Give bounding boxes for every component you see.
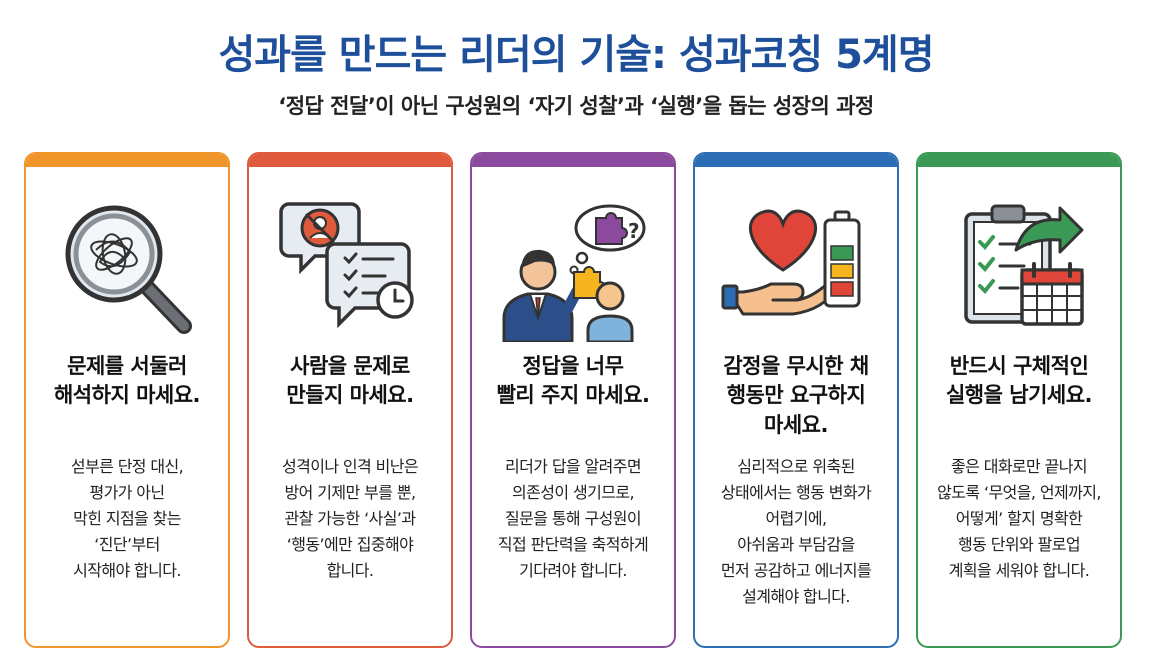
card-2: 사람을 문제로 만들지 마세요. 성격이나 인격 비난은 방어 기제만 부를 뿐… — [247, 152, 453, 648]
page-subtitle: ‘정답 전달’이 아닌 구성원의 ‘자기 성찰’과 ‘실행’을 돕는 성장의 과… — [278, 94, 874, 118]
card-1: 문제를 서둘러 해석하지 마세요. 섣부른 단정 대신, 평가가 아닌 막힌 지… — [24, 152, 230, 648]
card-heading: 감정을 무시한 채 행동만 요구하지 마세요. — [723, 354, 869, 437]
clipboard-calendar-icon — [918, 192, 1120, 342]
card-body: 좋은 대화로만 끝나지 않도록 ‘무엇을, 언제까지, 어떻게’ 할지 명확한 … — [937, 457, 1101, 580]
card-accent-bar — [26, 154, 228, 167]
chat-checklist-icon — [249, 192, 451, 342]
card-accent-bar — [249, 154, 451, 167]
leader-puzzle-icon: ? — [472, 192, 674, 342]
card-body: 성격이나 인격 비난은 방어 기제만 부를 뿐, 관찰 가능한 ‘사실’과 ‘행… — [281, 457, 419, 580]
card-accent-bar — [472, 154, 674, 167]
card-body: 리더가 답을 알려주면 의존성이 생기므로, 질문을 통해 구성원이 직접 판단… — [497, 457, 649, 580]
card-3: ? 정답을 너무 빨리 주지 마세요. 리더가 답을 알려주면 의존성이 생기므… — [470, 152, 676, 648]
card-heading: 사람을 문제로 만들지 마세요. — [286, 354, 414, 408]
card-4: 감정을 무시한 채 행동만 요구하지 마세요. 심리적으로 위축된 상태에서는 … — [693, 152, 899, 648]
card-accent-bar — [695, 154, 897, 167]
magnifier-tangle-icon — [26, 192, 228, 342]
card-body: 심리적으로 위축된 상태에서는 행동 변화가 어렵기에, 아쉬움과 부담감을 먼… — [720, 457, 872, 606]
card-accent-bar — [918, 154, 1120, 167]
card-5: 반드시 구체적인 실행을 남기세요. 좋은 대화로만 끝나지 않도록 ‘무엇을,… — [916, 152, 1122, 648]
svg-text:?: ? — [628, 219, 640, 243]
card-heading: 문제를 서둘러 해석하지 마세요. — [53, 354, 201, 408]
card-heading: 반드시 구체적인 실행을 남기세요. — [945, 354, 1093, 408]
heart-battery-icon — [695, 192, 897, 342]
card-heading: 정답을 너무 빨리 주지 마세요. — [496, 354, 650, 408]
card-body: 섣부른 단정 대신, 평가가 아닌 막힌 지점을 찾는 ‘진단’부터 시작해야 … — [70, 457, 184, 580]
page-title: 성과를 만드는 리더의 기술: 성과코칭 5계명 — [218, 32, 934, 78]
